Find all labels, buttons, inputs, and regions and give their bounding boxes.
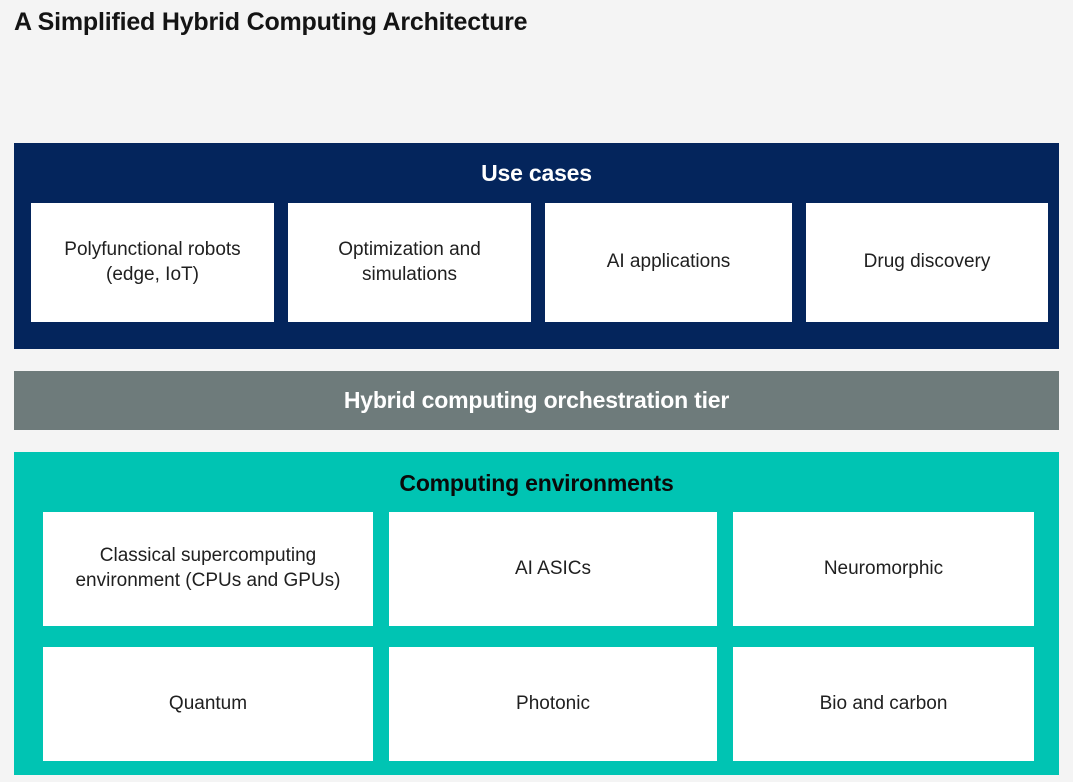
environment-card-label: Quantum [168, 692, 248, 714]
environments-card-row-2: Quantum Photonic Bio and carbon [43, 647, 1034, 761]
use-cases-card-row: Polyfunctional robots (edge, IoT) Optimi… [31, 203, 1048, 322]
use-case-card-drug-discovery[interactable]: Drug discovery [806, 203, 1048, 322]
environment-card-label: Bio and carbon [819, 692, 948, 714]
page-title: A Simplified Hybrid Computing Architectu… [14, 8, 528, 36]
use-case-card-label: Optimization and simulations [338, 239, 481, 285]
environment-card-quantum[interactable]: Quantum [43, 647, 373, 761]
use-cases-heading: Use cases [481, 160, 592, 186]
environment-card-label: Classical supercomputing environment (CP… [75, 545, 341, 591]
environments-card-row-1: Classical supercomputing environment (CP… [43, 512, 1034, 626]
orchestration-tier-panel: Hybrid computing orchestration tier [14, 371, 1059, 430]
orchestration-tier-heading: Hybrid computing orchestration tier [343, 387, 730, 413]
use-case-card-label: AI applications [606, 251, 731, 273]
environment-card-neuromorphic[interactable]: Neuromorphic [733, 512, 1034, 626]
environment-card-bio-and-carbon[interactable]: Bio and carbon [733, 647, 1034, 761]
use-cases-panel: Use cases Polyfunctional robots (edge, I… [14, 143, 1059, 349]
environment-card-ai-asics[interactable]: AI ASICs [389, 512, 717, 626]
environment-card-label: Neuromorphic [823, 557, 944, 579]
environment-card-label: AI ASICs [514, 557, 592, 579]
use-case-card-ai-applications[interactable]: AI applications [545, 203, 792, 322]
use-case-card-label: Polyfunctional robots (edge, IoT) [64, 239, 241, 285]
computing-environments-heading: Computing environments [399, 470, 674, 496]
computing-environments-panel: Computing environments Classical superco… [14, 452, 1059, 775]
environment-card-classical-supercomputing[interactable]: Classical supercomputing environment (CP… [43, 512, 373, 626]
environment-card-photonic[interactable]: Photonic [389, 647, 717, 761]
use-case-card-optimization-and-simulations[interactable]: Optimization and simulations [288, 203, 531, 322]
environment-card-label: Photonic [516, 692, 590, 714]
use-case-card-polyfunctional-robots[interactable]: Polyfunctional robots (edge, IoT) [31, 203, 274, 322]
use-case-card-label: Drug discovery [863, 251, 991, 273]
